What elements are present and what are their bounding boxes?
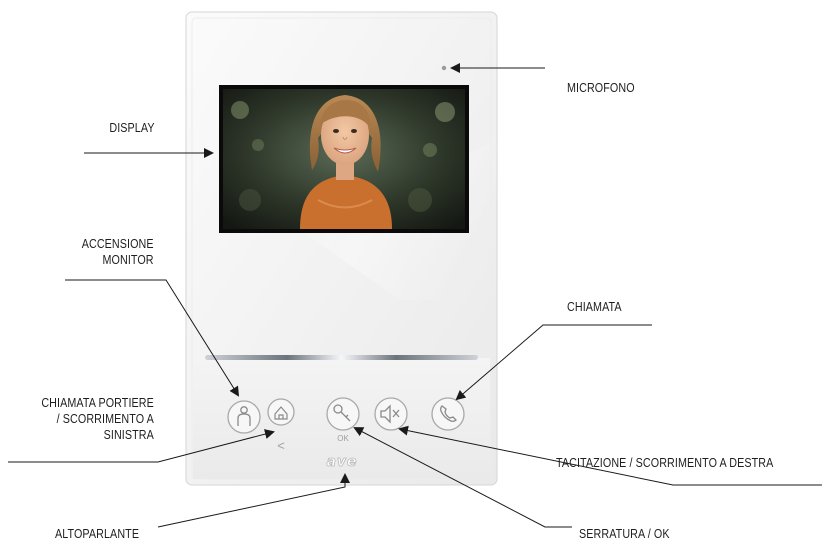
label-chiamata-portiere: CHIAMATA PORTIERE / SCORRIMENTO A SINIST… bbox=[41, 395, 154, 443]
label-accensione-monitor: ACCENSIONE MONITOR bbox=[82, 236, 154, 268]
label-tacitazione: TACITAZIONE / SCORRIMENTO A DESTRA bbox=[556, 455, 773, 471]
label-display: DISPLAY bbox=[110, 120, 155, 136]
button-power-monitor[interactable] bbox=[267, 398, 295, 426]
chiamata-portiere-leader bbox=[8, 429, 275, 463]
person-icon bbox=[237, 406, 251, 426]
key-icon bbox=[333, 404, 351, 422]
label-chiamata: CHIAMATA bbox=[567, 299, 622, 315]
chiamata-leader bbox=[455, 324, 652, 401]
accensione-leader bbox=[65, 279, 240, 397]
tacitazione-leader bbox=[398, 425, 822, 486]
label-accensione-line-1: ACCENSIONE bbox=[82, 237, 154, 251]
label-chiamata-portiere-line-1: CHIAMATA PORTIERE bbox=[41, 396, 154, 410]
button-lock-ok[interactable] bbox=[326, 397, 360, 431]
phone-icon bbox=[440, 405, 457, 422]
visitor-portrait bbox=[300, 95, 392, 229]
speaker-mute-icon bbox=[380, 404, 400, 424]
callout-lines bbox=[8, 63, 822, 528]
intercom-device: < OK ave bbox=[185, 11, 498, 486]
button-mute[interactable] bbox=[374, 397, 408, 431]
button-porter-call[interactable] bbox=[227, 400, 261, 434]
label-chiamata-line-1: CHIAMATA bbox=[567, 300, 622, 314]
label-altoparlante-line-1: ALTOPARLANTE bbox=[55, 527, 140, 541]
button-call[interactable] bbox=[431, 397, 465, 431]
label-microfono-line-1: MICROFONO bbox=[567, 81, 635, 95]
altoparlante-leader bbox=[157, 473, 350, 528]
scroll-left-marking: < bbox=[277, 438, 285, 453]
ok-marking: OK bbox=[337, 434, 349, 443]
label-serratura-line-1: SERRATURA / OK bbox=[579, 527, 670, 541]
label-tacitazione-line-1: TACITAZIONE / SCORRIMENTO A DESTRA bbox=[556, 456, 774, 470]
label-accensione-line-2: MONITOR bbox=[102, 253, 154, 267]
display-screen bbox=[219, 85, 469, 233]
brand-logo: ave bbox=[326, 454, 357, 470]
microphone-hole bbox=[441, 65, 447, 71]
label-microfono: MICROFONO bbox=[567, 80, 635, 96]
label-altoparlante: ALTOPARLANTE bbox=[55, 526, 139, 542]
label-chiamata-portiere-line-3: SINISTRA bbox=[103, 428, 154, 442]
chrome-trim bbox=[205, 355, 478, 360]
label-display-line-1: DISPLAY bbox=[109, 121, 155, 135]
serratura-leader bbox=[353, 427, 572, 528]
label-chiamata-portiere-line-2: / SCORRIMENTO A bbox=[56, 412, 154, 426]
home-icon bbox=[274, 406, 288, 420]
label-serratura: SERRATURA / OK bbox=[579, 526, 670, 542]
bokeh-background bbox=[231, 101, 455, 212]
